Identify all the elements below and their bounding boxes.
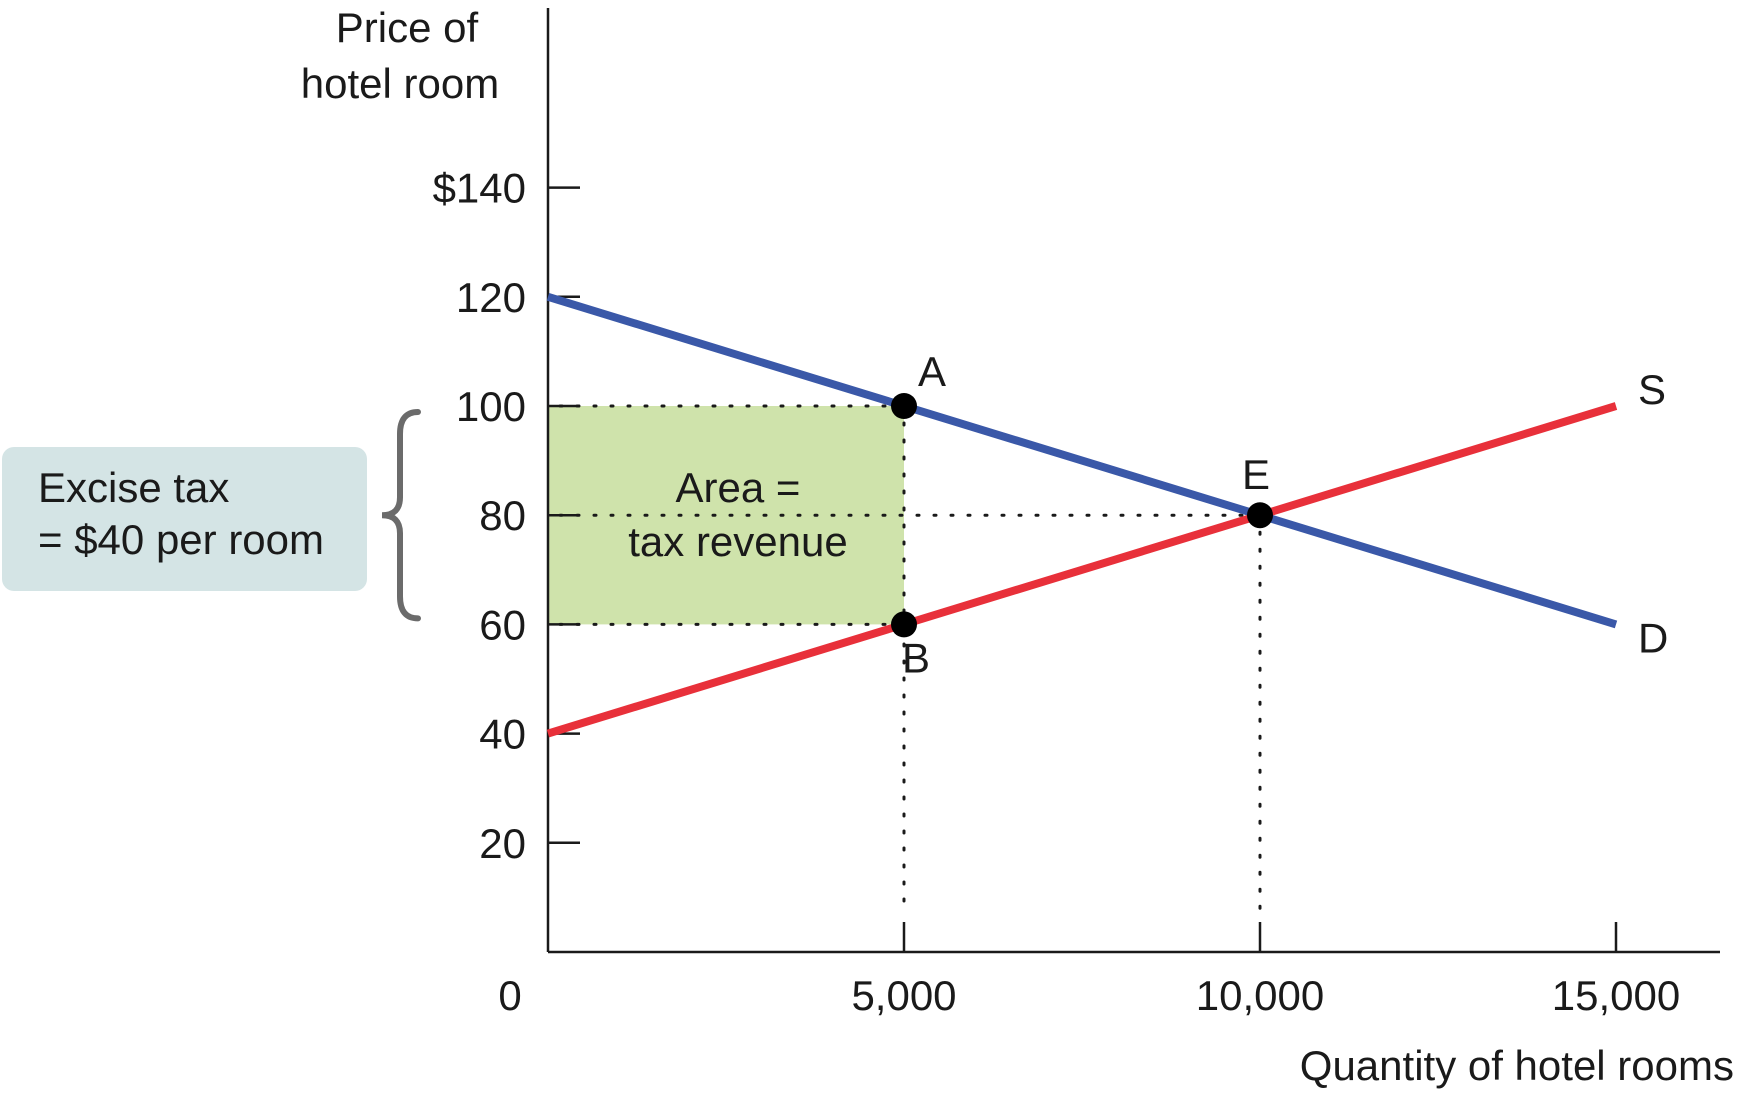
origin-label: 0 [498, 972, 521, 1019]
point-a [891, 393, 917, 419]
curve-s [546, 402, 1618, 738]
y-tick-label-40: 40 [479, 711, 526, 758]
y-tick-label-120: 120 [456, 274, 526, 321]
area-layer [548, 406, 904, 625]
y-tick-label-80: 80 [479, 492, 526, 539]
point-e [1247, 502, 1273, 529]
tax-revenue-area [548, 406, 904, 625]
y-tick-label-100: 100 [456, 383, 526, 430]
area-label-line-2: tax revenue [628, 518, 847, 565]
label-layer: D S A B E Area = tax revenue [381, 348, 1668, 681]
point-label-e: E [1242, 451, 1270, 498]
y-tick-label-140: $140 [433, 165, 526, 212]
point-label-b: B [902, 634, 930, 681]
curve-layer [546, 292, 1618, 738]
tax-bracket [381, 409, 421, 622]
y-axis-label-line-2: hotel room [301, 60, 499, 107]
curve-d [546, 292, 1618, 629]
callout-line-2: = $40 per room [38, 516, 325, 563]
point-b [891, 611, 917, 638]
guide-layer [558, 404, 1262, 914]
x-tick-label-15000: 15,000 [1552, 972, 1680, 1019]
axis-layer: 20 40 60 80 100 120 $140 5,000 10,000 15,000 0 Pric… [301, 4, 1734, 1089]
curve-label-d: D [1638, 614, 1668, 661]
point-label-a: A [918, 348, 946, 395]
excise-tax-callout-text: Excise tax = $40 per room [38, 462, 324, 566]
excise-tax-callout [2, 447, 367, 591]
point-layer [891, 393, 1273, 638]
x-axis-label: Quantity of hotel rooms [1300, 1042, 1734, 1089]
area-label-line-1: Area = [676, 464, 801, 511]
y-tick-label-60: 60 [479, 601, 526, 648]
curve-label-s: S [1638, 366, 1666, 413]
y-tick-label-20: 20 [479, 820, 526, 867]
y-axis-label-line-1: Price of [336, 4, 479, 51]
callout-line-1: Excise tax [38, 464, 230, 511]
x-tick-label-10000: 10,000 [1196, 972, 1324, 1019]
x-tick-label-5000: 5,000 [851, 972, 956, 1019]
